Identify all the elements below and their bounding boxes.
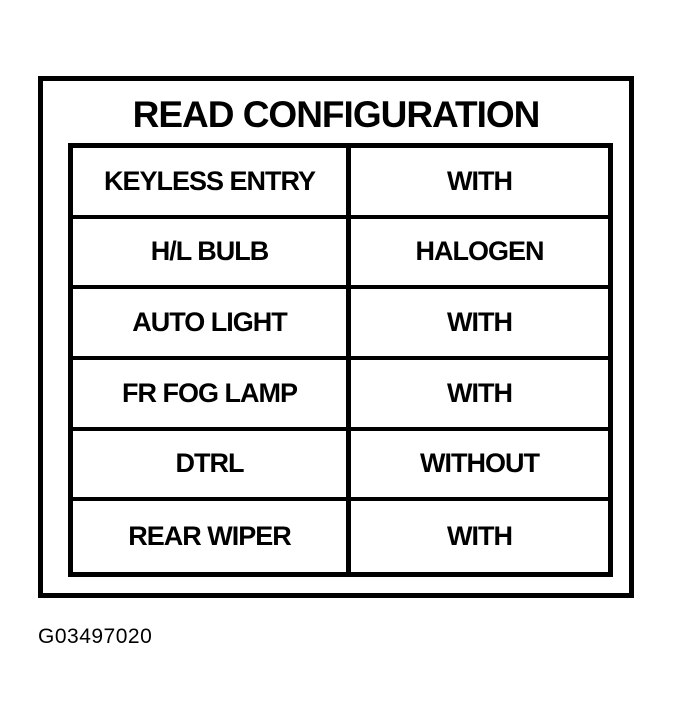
configuration-table: KEYLESS ENTRY WITH H/L BULB HALOGEN AUTO…	[68, 143, 613, 577]
row-item-dtrl[interactable]: DTRL	[73, 430, 351, 502]
row-item-fr-fog-lamp[interactable]: FR FOG LAMP	[73, 359, 351, 431]
row-value-rear-wiper[interactable]: WITH	[351, 501, 608, 572]
row-item-keyless-entry[interactable]: KEYLESS ENTRY	[73, 148, 351, 219]
config-screen: READ CONFIGURATION KEYLESS ENTRY WITH H/…	[38, 76, 634, 598]
row-value-hl-bulb[interactable]: HALOGEN	[351, 218, 608, 290]
row-value-keyless-entry[interactable]: WITH	[351, 148, 608, 219]
row-value-dtrl[interactable]: WITHOUT	[351, 430, 608, 502]
row-item-hl-bulb[interactable]: H/L BULB	[73, 218, 351, 290]
figure-code: G03497020	[38, 625, 153, 648]
row-value-auto-light[interactable]: WITH	[351, 289, 608, 360]
row-value-fr-fog-lamp[interactable]: WITH	[351, 359, 608, 431]
row-item-auto-light[interactable]: AUTO LIGHT	[73, 289, 351, 360]
screen-title: READ CONFIGURATION	[132, 94, 541, 135]
row-item-rear-wiper[interactable]: REAR WIPER	[73, 501, 351, 572]
